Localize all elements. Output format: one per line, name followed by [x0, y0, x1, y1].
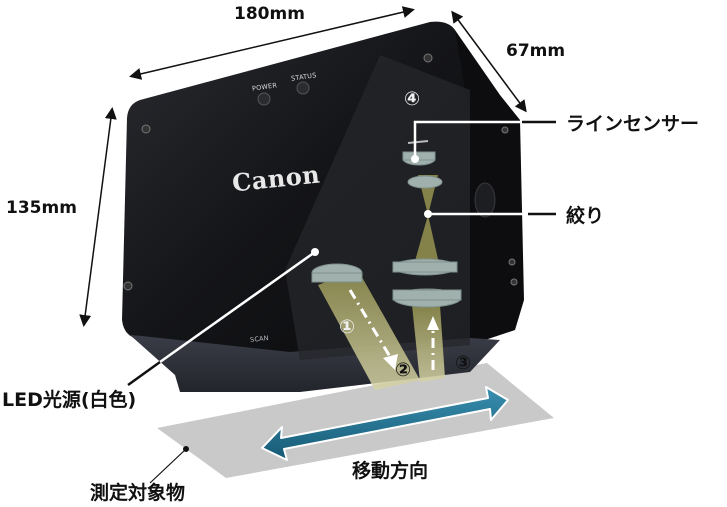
leader-line-line-sensor — [411, 120, 556, 163]
callout-led-light: LED光源(白色) — [2, 389, 137, 411]
movement-arrow — [261, 386, 509, 461]
leader-line-led — [127, 248, 319, 387]
callout-aperture: 絞り — [566, 205, 605, 227]
leader-line-aperture — [424, 210, 556, 218]
dim-width-arrow — [129, 6, 415, 80]
target-plane — [157, 363, 554, 478]
focus-cone-lower — [413, 215, 440, 268]
dim-depth-arrow — [451, 10, 527, 113]
callout-target: 測定対象物 — [90, 482, 186, 504]
screw-icons — [123, 53, 518, 291]
dim-height-label: 135mm — [6, 198, 77, 218]
reflected-beam — [412, 305, 445, 382]
step-3-marker: ③ — [455, 352, 472, 374]
lens-elements — [311, 151, 462, 308]
power-button-shape — [257, 92, 271, 106]
incident-arrowhead — [383, 354, 398, 370]
side-connector — [474, 182, 496, 218]
leader-line-target — [149, 446, 189, 484]
step-2-marker: ② — [395, 359, 412, 381]
line-sensor-bar — [407, 140, 429, 144]
reflected-arrowhead — [427, 316, 439, 330]
status-button-shape — [296, 81, 310, 95]
callout-direction: 移動方向 — [352, 460, 429, 482]
dim-depth-label: 67mm — [506, 41, 566, 61]
dim-height-arrow — [79, 107, 117, 327]
incident-path — [348, 289, 394, 361]
step-1-marker: ① — [339, 316, 356, 338]
callout-line-sensor: ラインセンサー — [566, 113, 700, 135]
step-4-marker: ④ — [404, 88, 421, 110]
dim-width-label: 180mm — [234, 4, 305, 24]
